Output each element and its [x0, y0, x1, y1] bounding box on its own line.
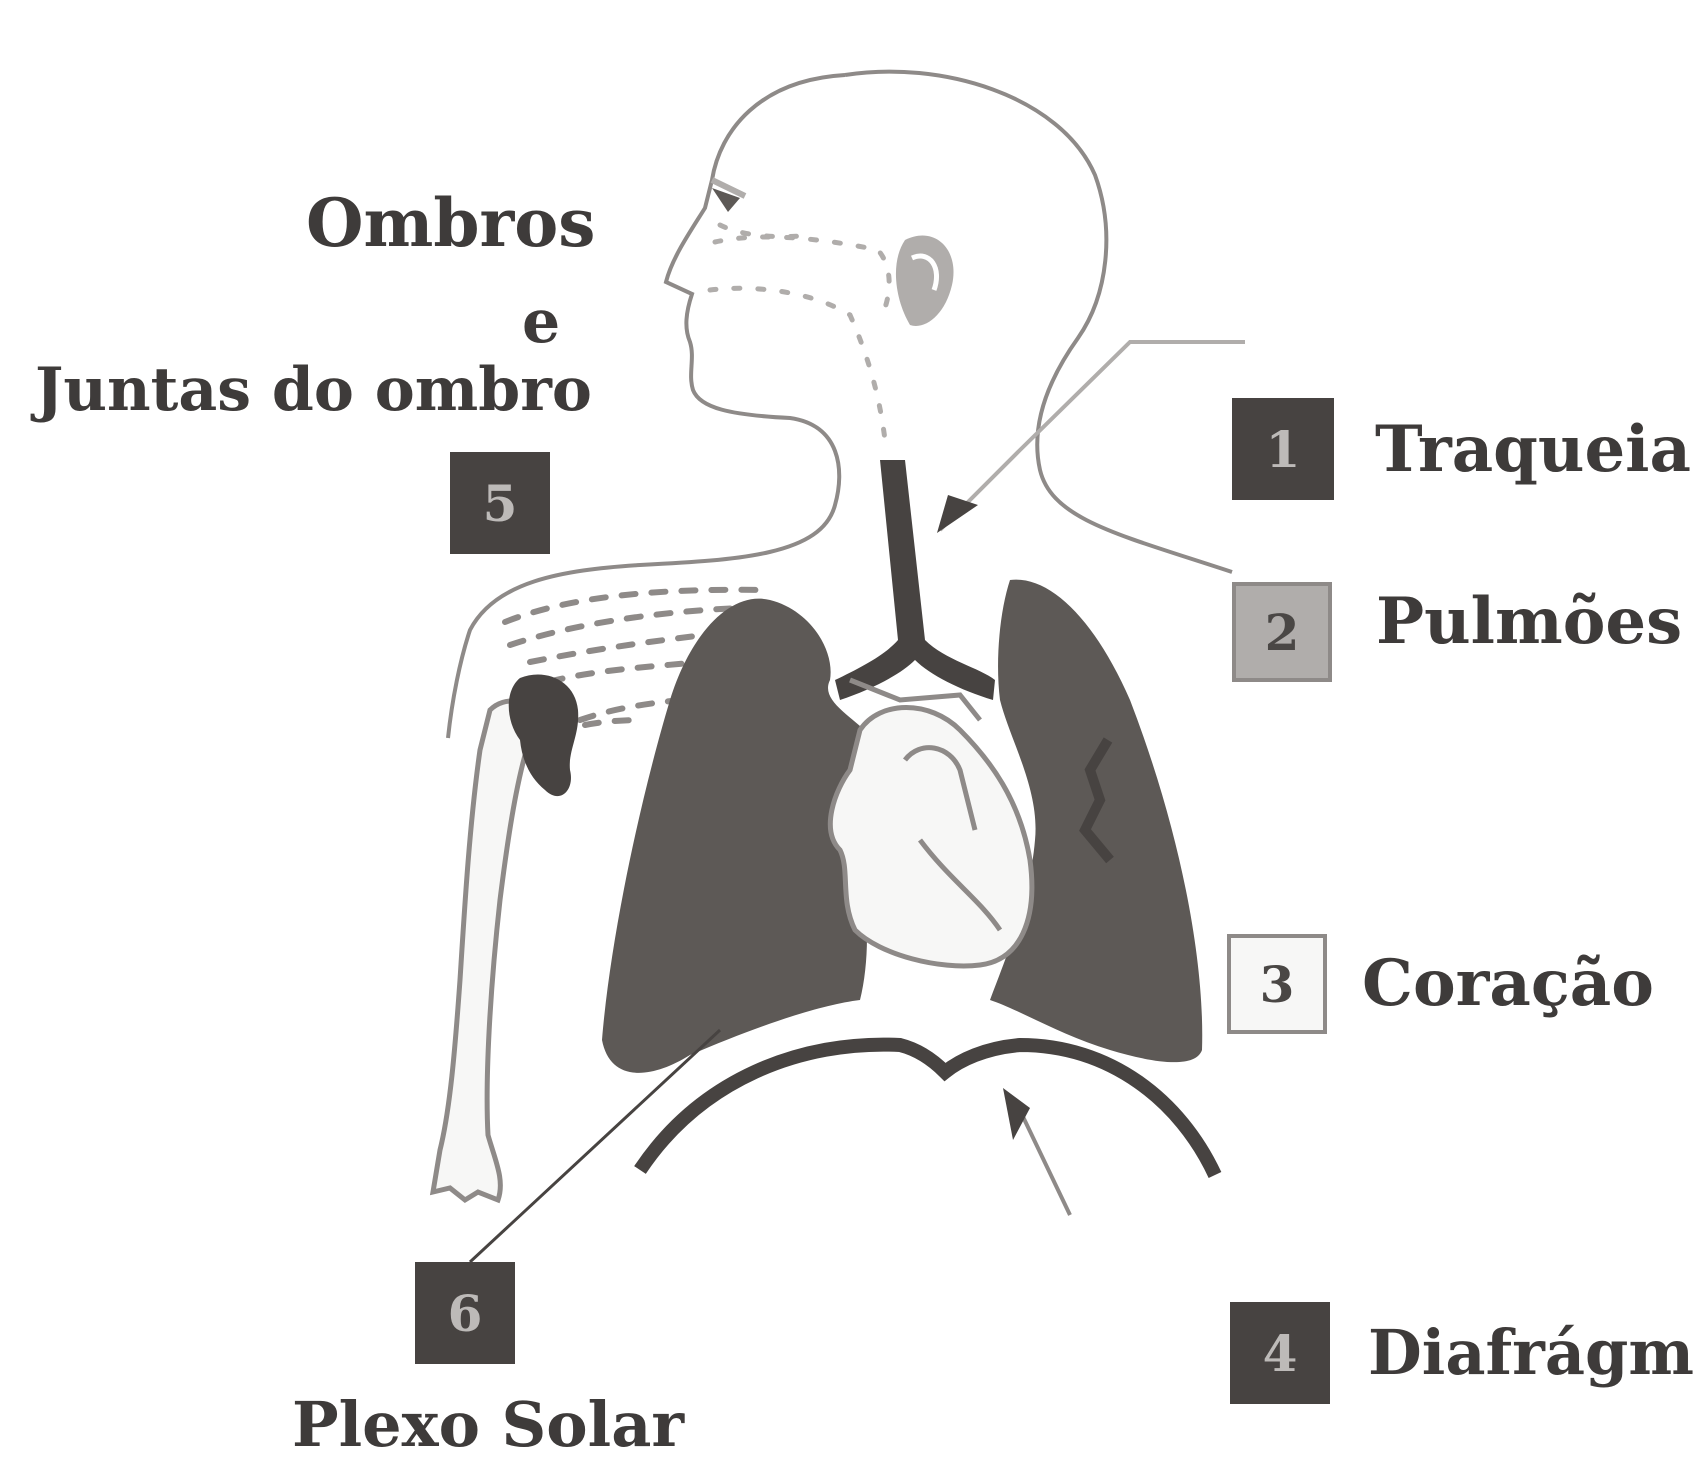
trachea-shape — [835, 460, 995, 700]
diaphragm-arrowhead — [1003, 1088, 1030, 1140]
label-shoulders-line2: e — [522, 292, 560, 352]
badge-solar-plexus: 6 — [415, 1262, 515, 1364]
badge-heart: 3 — [1227, 934, 1327, 1034]
trachea-pointer-line — [940, 342, 1245, 530]
label-shoulders-line1: Ombros — [306, 190, 595, 256]
label-trachea: Traqueia — [1375, 418, 1691, 482]
label-heart: Coração — [1362, 952, 1654, 1016]
ear-shape — [896, 236, 954, 326]
badge-lungs: 2 — [1232, 582, 1332, 682]
label-shoulders-line3: Juntas do ombro — [35, 360, 592, 420]
badge-shoulders: 5 — [450, 452, 550, 554]
label-lungs: Pulmões — [1376, 590, 1682, 654]
label-solar-plexus: Plexo Solar — [292, 1394, 684, 1456]
badge-diaphragm: 4 — [1230, 1302, 1330, 1404]
face-dots — [710, 225, 889, 440]
badge-trachea: 1 — [1232, 398, 1334, 500]
arm-bone-shape — [433, 701, 538, 1200]
solar-plexus-pointer-line — [470, 1030, 720, 1262]
diaphragm-shape — [640, 1045, 1215, 1175]
label-diaphragm: Diafrágma — [1368, 1322, 1696, 1384]
